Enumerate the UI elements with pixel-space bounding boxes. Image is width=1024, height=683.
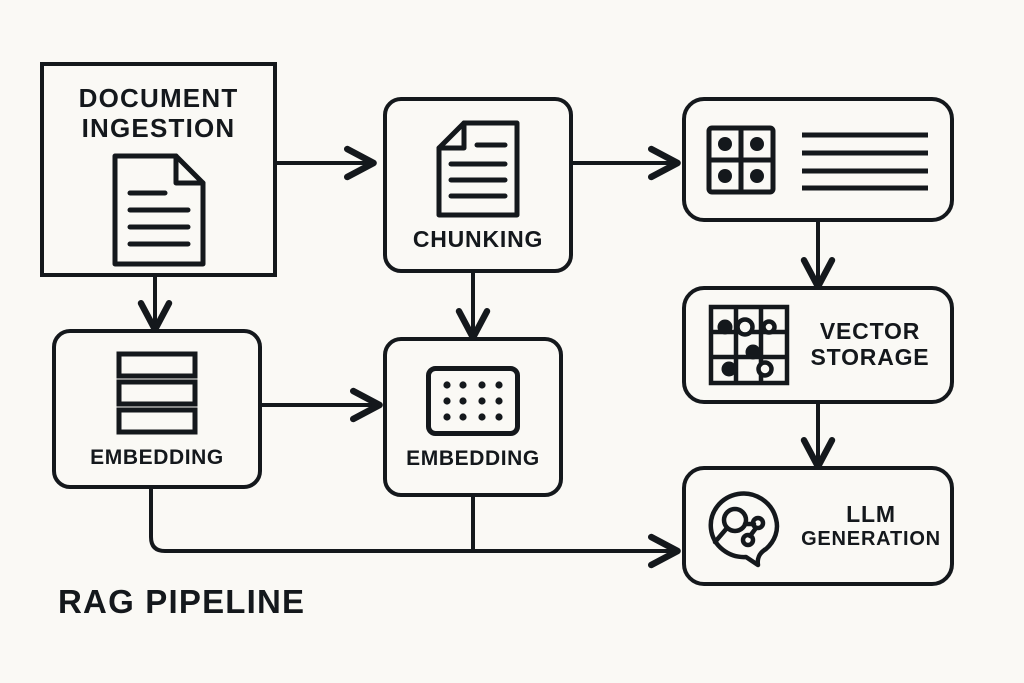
node-indexed-chunks[interactable] <box>682 97 954 222</box>
layer-stack-icon <box>115 350 199 436</box>
document-ingestion-label: DOCUMENT INGESTION <box>79 84 239 142</box>
text-lines-icon <box>799 127 931 193</box>
document-ingestion-label-line2: INGESTION <box>81 112 236 143</box>
edge-embedding-left-to-llm-generation <box>149 489 681 569</box>
dot-matrix-icon <box>425 365 521 437</box>
node-embedding-left[interactable]: EMBEDDING <box>52 329 262 489</box>
vector-storage-label-line2: STORAGE <box>810 344 930 370</box>
node-document-ingestion[interactable]: DOCUMENT INGESTION <box>40 62 277 277</box>
llm-generation-label-line2: GENERATION <box>801 527 941 550</box>
document-chunk-icon <box>435 119 521 219</box>
embedding-left-label: EMBEDDING <box>90 446 224 470</box>
llm-generation-label-line1: LLM <box>846 500 896 527</box>
embedding-center-label: EMBEDDING <box>406 447 540 471</box>
llm-generation-label: LLM GENERATION <box>801 500 941 550</box>
document-ingestion-label-line1: DOCUMENT <box>78 83 239 114</box>
node-vector-storage[interactable]: VECTOR STORAGE <box>682 286 954 404</box>
vector-storage-label-line1: VECTOR <box>819 318 921 345</box>
speech-bubble-search-network-icon <box>695 480 787 572</box>
grid-dots-icon <box>705 124 777 196</box>
chunking-label: CHUNKING <box>412 226 544 253</box>
vector-grid-icon <box>707 303 791 387</box>
node-chunking[interactable]: CHUNKING <box>383 97 573 273</box>
document-icon <box>110 151 208 269</box>
vector-storage-label: VECTOR STORAGE <box>810 318 930 371</box>
node-embedding-center[interactable]: EMBEDDING <box>383 337 563 497</box>
node-llm-generation[interactable]: LLM GENERATION <box>682 466 954 586</box>
diagram-title: RAG PIPELINE <box>58 583 306 620</box>
